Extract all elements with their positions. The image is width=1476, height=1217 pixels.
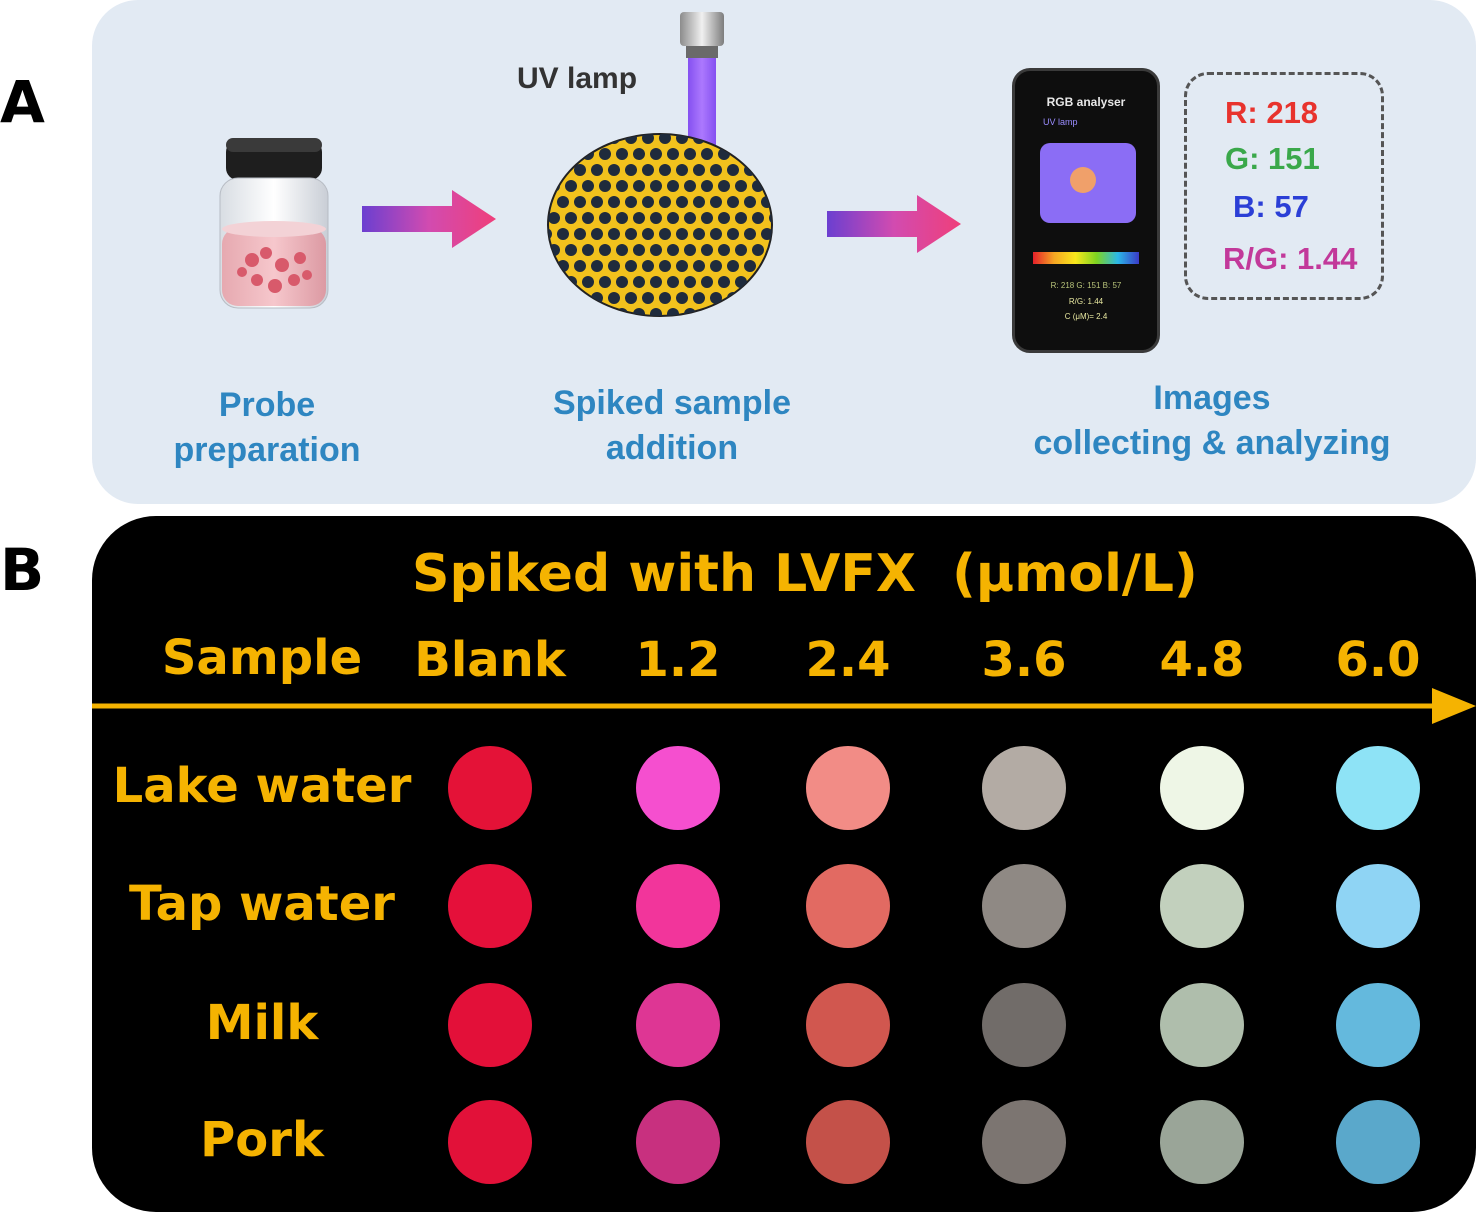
- sample-color-dot: [448, 746, 532, 830]
- g-value: G: 151: [1225, 141, 1320, 176]
- row-label: Tap water: [129, 876, 395, 932]
- app-title: RGB analyser: [1046, 95, 1126, 109]
- b-value: B: 57: [1233, 189, 1309, 224]
- column-header-1: 1.2: [635, 632, 721, 688]
- app-image-preview: [1040, 143, 1136, 223]
- probe-vial-icon: [219, 138, 329, 309]
- column-header-0: Blank: [414, 632, 566, 688]
- column-header-5: 6.0: [1335, 632, 1421, 688]
- sample-color-dot: [636, 864, 720, 948]
- smartphone-icon: RGB analyser UV lamp R: 218 G: 151 B: 57…: [1012, 68, 1160, 353]
- sample-color-dot: [636, 746, 720, 830]
- sample-color-dot: [636, 983, 720, 1067]
- panel-a-letter: A: [0, 68, 45, 136]
- uv-lamp-label: UV lamp: [517, 62, 638, 95]
- sample-header: Sample: [161, 630, 363, 686]
- sample-color-dot: [982, 1100, 1066, 1184]
- sample-color-dot: [448, 1100, 532, 1184]
- column-header-4: 4.8: [1159, 632, 1245, 688]
- flow-arrow-icon: [362, 190, 496, 248]
- panel-b-letter: B: [0, 536, 45, 604]
- rg-ratio-value: R/G: 1.44: [1223, 241, 1358, 276]
- sample-color-dot: [982, 864, 1066, 948]
- sample-color-dot: [1336, 1100, 1420, 1184]
- sample-color-dot: [448, 983, 532, 1067]
- app-sub-label: UV lamp: [1043, 117, 1078, 127]
- rgb-readout-box: R: 218 G: 151 B: 57 R/G: 1.44: [1184, 72, 1384, 300]
- sample-color-dot: [636, 1100, 720, 1184]
- sample-color-dot: [1336, 746, 1420, 830]
- panel-b-color-table: Spiked with LVFX (μmol/L) Sample Blank 1.…: [92, 516, 1476, 1212]
- app-readout-conc: C (μM)= 2.4: [1064, 312, 1108, 321]
- sample-color-dot: [982, 746, 1066, 830]
- sample-color-dot: [1160, 864, 1244, 948]
- column-header-2: 2.4: [805, 632, 891, 688]
- sample-color-dot: [448, 864, 532, 948]
- sample-color-dot: [806, 1100, 890, 1184]
- app-readout-rgb: R: 218 G: 151 B: 57: [1050, 281, 1122, 290]
- sample-color-dot: [1160, 983, 1244, 1067]
- sample-color-dot: [806, 864, 890, 948]
- sample-color-dot: [982, 983, 1066, 1067]
- sample-plate-icon: [547, 133, 773, 317]
- panel-a-workflow: UV lamp RGB analyser UV lamp R: 21: [92, 0, 1476, 504]
- flow-arrow-icon: [827, 195, 961, 253]
- app-readout-ratio: R/G: 1.44: [1068, 297, 1104, 306]
- sample-color-dot: [806, 746, 890, 830]
- sample-color-dot: [1336, 864, 1420, 948]
- sample-color-dot: [1160, 746, 1244, 830]
- column-header-3: 3.6: [981, 632, 1067, 688]
- concentration-axis-arrow: [92, 688, 1476, 724]
- sample-color-dot: [806, 983, 890, 1067]
- sample-color-dot: [1336, 983, 1420, 1067]
- panel-b-title: Spiked with LVFX (μmol/L): [412, 544, 1198, 604]
- row-label: Pork: [200, 1112, 324, 1168]
- sample-color-dot: [1160, 1100, 1244, 1184]
- r-value: R: 218: [1225, 95, 1319, 130]
- row-label: Milk: [205, 995, 319, 1051]
- row-label: Lake water: [112, 758, 412, 814]
- color-spectrum-bar: [1033, 252, 1139, 264]
